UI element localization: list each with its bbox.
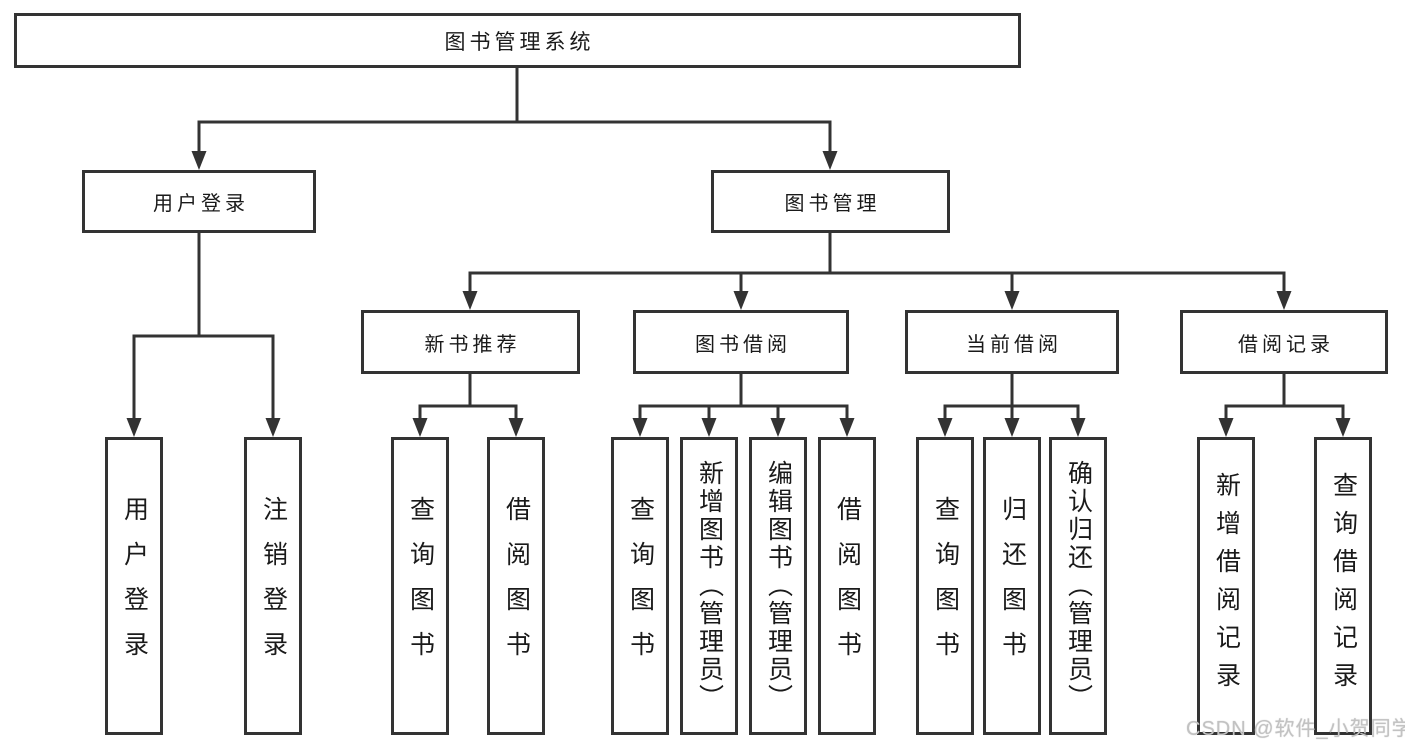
node-label: 用户登录 <box>120 496 149 676</box>
node-label: 新书推荐 <box>424 333 521 356</box>
node-label: 查询图书 <box>406 496 435 676</box>
node-label: 确认归还（管理员） <box>1064 460 1093 712</box>
node-label: 新增借阅记录 <box>1212 472 1241 700</box>
node-label: 用户登录 <box>153 193 249 215</box>
arrowhead-icons <box>126 151 1351 437</box>
node-new-book-recommend: 新书推荐 <box>361 310 580 374</box>
leaf-return-books: 归还图书 <box>983 437 1041 735</box>
node-label: 归还图书 <box>998 496 1027 676</box>
node-current-borrowing: 当前借阅 <box>905 310 1119 374</box>
node-label: 注销登录 <box>259 496 288 676</box>
node-label: 借阅图书 <box>502 496 531 676</box>
node-label: 查询借阅记录 <box>1329 472 1358 700</box>
node-book-borrowing: 图书借阅 <box>633 310 849 374</box>
leaf-query-borrow-record: 查询借阅记录 <box>1314 437 1372 735</box>
node-label: 图书管理系统 <box>444 30 595 54</box>
leaf-edit-books-admin: 编辑图书（管理员） <box>749 437 807 735</box>
node-label: 借阅记录 <box>1238 333 1334 356</box>
node-label: 查询图书 <box>626 496 655 676</box>
leaf-borrow-books-recommend: 借阅图书 <box>487 437 545 735</box>
leaf-user-login: 用户登录 <box>105 437 163 735</box>
node-user-login: 用户登录 <box>82 170 316 233</box>
leaf-add-borrow-record: 新增借阅记录 <box>1197 437 1255 735</box>
leaf-query-books-recommend: 查询图书 <box>391 437 449 735</box>
node-label: 当前借阅 <box>966 333 1062 356</box>
node-book-management: 图书管理 <box>711 170 950 233</box>
node-label: 图书管理 <box>784 193 881 215</box>
node-label: 编辑图书（管理员） <box>764 460 793 712</box>
leaf-add-books-admin: 新增图书（管理员） <box>680 437 738 735</box>
node-label: 查询图书 <box>931 496 960 676</box>
node-label: 图书借阅 <box>695 333 791 356</box>
leaf-confirm-return-admin: 确认归还（管理员） <box>1049 437 1107 735</box>
leaf-query-books-current: 查询图书 <box>916 437 974 735</box>
leaf-logout: 注销登录 <box>244 437 302 735</box>
leaf-borrow-books-borrow: 借阅图书 <box>818 437 876 735</box>
leaf-query-books-borrow: 查询图书 <box>611 437 669 735</box>
node-label: 借阅图书 <box>833 496 862 676</box>
node-borrow-records: 借阅记录 <box>1180 310 1388 374</box>
node-system-root: 图书管理系统 <box>14 13 1021 68</box>
csdn-watermark: CSDN @软件_小贺同学 <box>1186 718 1405 740</box>
node-label: 新增图书（管理员） <box>695 460 724 712</box>
connector-segments <box>132 68 1345 419</box>
